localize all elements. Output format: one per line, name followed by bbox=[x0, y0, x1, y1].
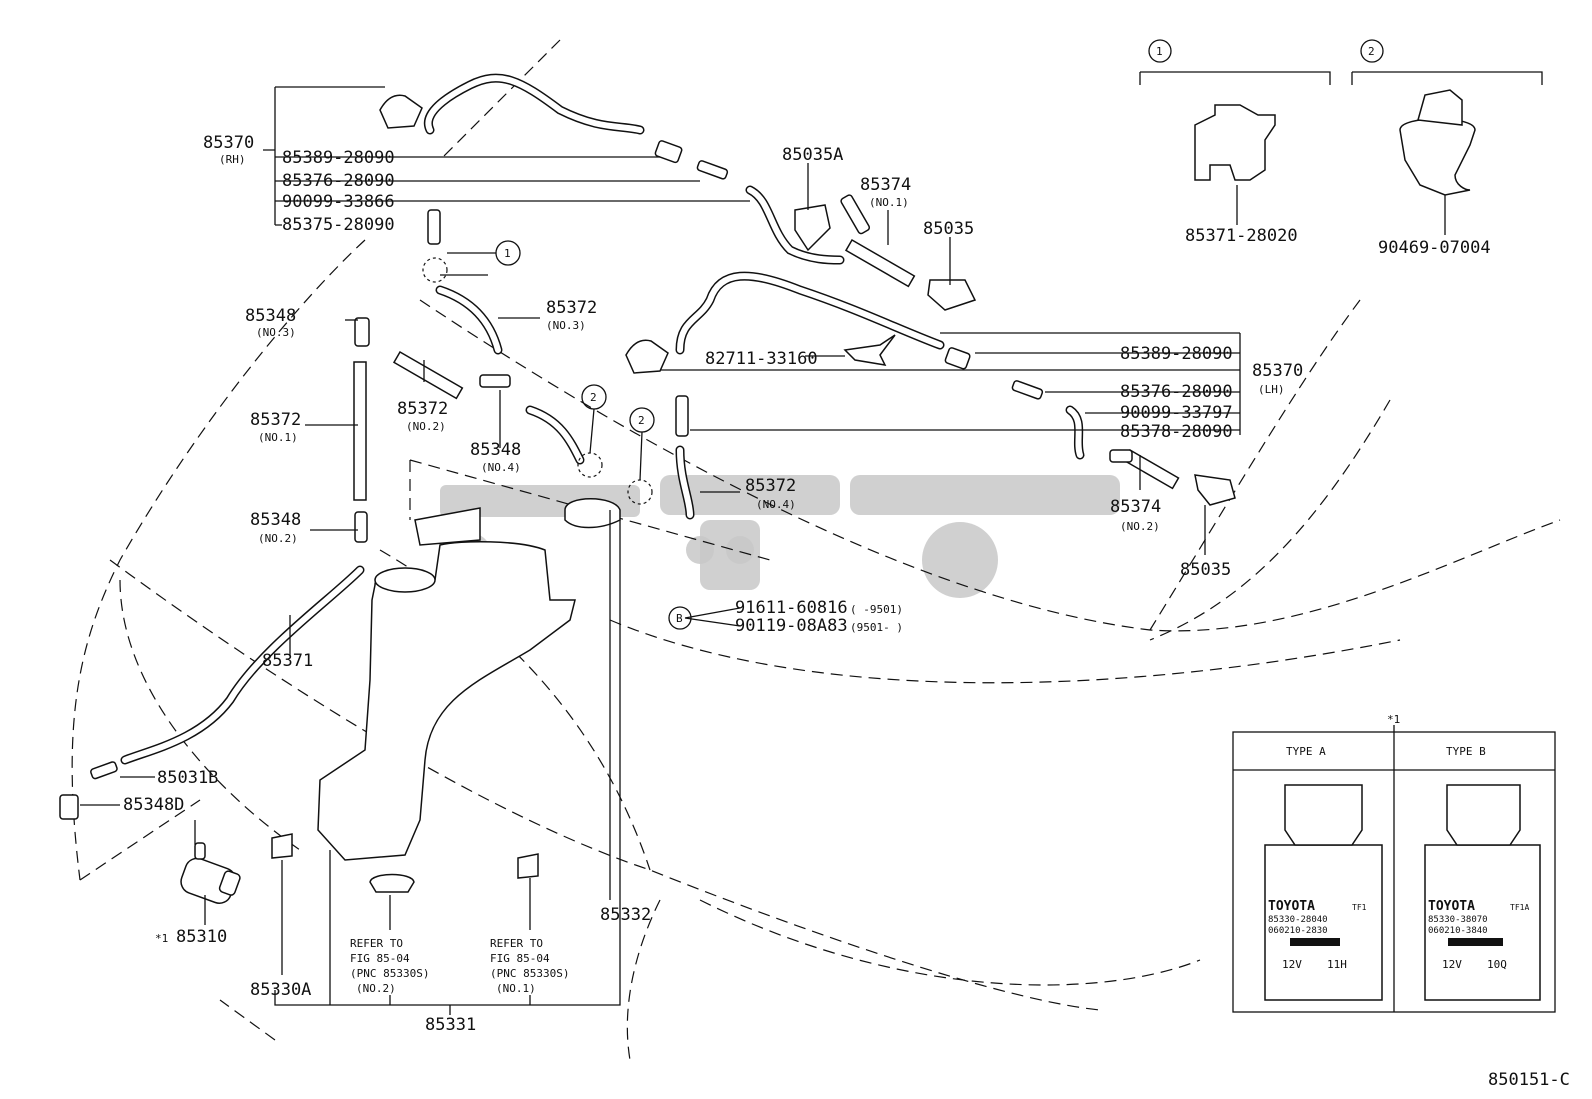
inset-2-number: 2 bbox=[1368, 45, 1375, 58]
label-85372-1: 85372 bbox=[250, 410, 301, 430]
label-85376-lh: 85376-28090 bbox=[1120, 382, 1233, 402]
label-no4-a: (NO.4) bbox=[481, 461, 521, 474]
type-table-marker: *1 bbox=[1387, 713, 1400, 726]
callout-2b-text: 2 bbox=[638, 414, 645, 427]
refer1-line4: (NO.2) bbox=[356, 982, 396, 995]
label-85371: 85371 bbox=[262, 651, 313, 671]
refer2-line4: (NO.1) bbox=[496, 982, 536, 995]
label-85348-4: 85348 bbox=[470, 440, 521, 460]
label-no2-b: (NO.2) bbox=[1120, 520, 1160, 533]
label-85035-top: 85035 bbox=[923, 219, 974, 239]
inset-grommet-2 bbox=[1399, 89, 1476, 196]
label-85378: 85378-28090 bbox=[1120, 422, 1233, 442]
label-85372-3: 85372 bbox=[546, 298, 597, 318]
type-a-header: TYPE A bbox=[1286, 745, 1326, 758]
refer1-line3: (PNC 85330S) bbox=[350, 967, 429, 980]
label-82711: 82711-33160 bbox=[705, 349, 818, 369]
label-91611: 91611-60816 bbox=[735, 598, 848, 618]
type-b-spec: 10Q bbox=[1487, 958, 1507, 971]
label-85035a: 85035A bbox=[782, 145, 843, 165]
callout-b-text: B bbox=[676, 612, 683, 625]
label-85332: 85332 bbox=[600, 905, 651, 925]
nozzles bbox=[379, 94, 1236, 506]
type-b-brand: TOYOTA bbox=[1428, 899, 1475, 914]
label-85330a: 85330A bbox=[250, 980, 311, 1000]
label-rh: (RH) bbox=[219, 153, 246, 166]
inset-clip-1 bbox=[1194, 104, 1276, 181]
label-lh: (LH) bbox=[1258, 383, 1285, 396]
label-85389-rh: 85389-28090 bbox=[282, 148, 395, 168]
label-star1: *1 bbox=[155, 932, 168, 945]
figure-code: 850151-C bbox=[1488, 1070, 1570, 1090]
label-85389-lh: 85389-28090 bbox=[1120, 344, 1233, 364]
label-90469: 90469-07004 bbox=[1378, 238, 1491, 258]
callout-circles bbox=[422, 39, 1384, 630]
label-85370-lh: 85370 bbox=[1252, 361, 1303, 381]
type-b-code: TF1A bbox=[1510, 903, 1529, 912]
label-85374-1: 85374 bbox=[860, 175, 911, 195]
label-85035-bot: 85035 bbox=[1180, 560, 1231, 580]
label-no3-a: (NO.3) bbox=[546, 319, 586, 332]
label-no2-a: (NO.2) bbox=[406, 420, 446, 433]
callout-1-text: 1 bbox=[504, 247, 511, 260]
refer2-line1: REFER TO bbox=[490, 937, 543, 950]
label-85370-rh: 85370 bbox=[203, 133, 254, 153]
type-a-brand: TOYOTA bbox=[1268, 899, 1315, 914]
label-85348d: 85348D bbox=[123, 795, 184, 815]
label-85375: 85375-28090 bbox=[282, 215, 395, 235]
washer-tank bbox=[317, 498, 621, 861]
body-outline bbox=[71, 39, 1561, 1061]
type-b-number: 060210-3840 bbox=[1428, 926, 1488, 936]
label-85348-3: 85348 bbox=[245, 306, 296, 326]
refer1-line1: REFER TO bbox=[350, 937, 403, 950]
label-no3-b: (NO.3) bbox=[256, 326, 296, 339]
label-90099-33866: 90099-33866 bbox=[282, 192, 395, 212]
type-table bbox=[1232, 725, 1556, 1013]
label-no1-a: (NO.1) bbox=[869, 196, 909, 209]
label-85372-2: 85372 bbox=[397, 399, 448, 419]
label-85371-28020: 85371-28020 bbox=[1185, 226, 1298, 246]
type-b-part: 85330-38070 bbox=[1428, 915, 1488, 925]
label-date-a: ( -9501) bbox=[850, 603, 903, 616]
label-85374-2: 85374 bbox=[1110, 497, 1161, 517]
connectors bbox=[59, 140, 1133, 820]
refer2-line3: (PNC 85330S) bbox=[490, 967, 569, 980]
label-85372-4: 85372 bbox=[745, 476, 796, 496]
label-90119: 90119-08A83 bbox=[735, 616, 848, 636]
type-a-voltage: 12V bbox=[1282, 958, 1302, 971]
callout-2a-text: 2 bbox=[590, 391, 597, 404]
type-b-header: TYPE B bbox=[1446, 745, 1486, 758]
leader-lines bbox=[80, 71, 1543, 1015]
type-a-spec: 11H bbox=[1327, 958, 1347, 971]
label-85310: 85310 bbox=[176, 927, 227, 947]
watermark-logo bbox=[440, 475, 1120, 598]
type-b-voltage: 12V bbox=[1442, 958, 1462, 971]
label-no1-b: (NO.1) bbox=[258, 431, 298, 444]
refer2-line2: FIG 85-04 bbox=[490, 952, 550, 965]
type-a-part: 85330-28040 bbox=[1268, 915, 1328, 925]
type-table-labels: *1 TYPE A TYPE B TOYOTA TF1 85330-28040 … bbox=[1268, 713, 1529, 971]
label-85348-2: 85348 bbox=[250, 510, 301, 530]
inset-1-number: 1 bbox=[1156, 45, 1163, 58]
label-85331: 85331 bbox=[425, 1015, 476, 1035]
label-no2-c: (NO.2) bbox=[258, 532, 298, 545]
refer1-line2: FIG 85-04 bbox=[350, 952, 410, 965]
type-a-number: 060210-2830 bbox=[1268, 926, 1328, 936]
pump-motor bbox=[180, 833, 539, 904]
label-90099-33797: 90099-33797 bbox=[1120, 403, 1233, 423]
tubes bbox=[353, 238, 1180, 501]
type-a-code: TF1 bbox=[1352, 903, 1367, 912]
label-date-b: (9501- ) bbox=[850, 621, 903, 634]
part-labels: 85370 (RH) 85389-28090 85376-28090 90099… bbox=[123, 45, 1570, 1090]
label-85031b: 85031B bbox=[157, 768, 218, 788]
label-85376-rh: 85376-28090 bbox=[282, 171, 395, 191]
label-no4-b: (NO.4) bbox=[756, 498, 796, 511]
